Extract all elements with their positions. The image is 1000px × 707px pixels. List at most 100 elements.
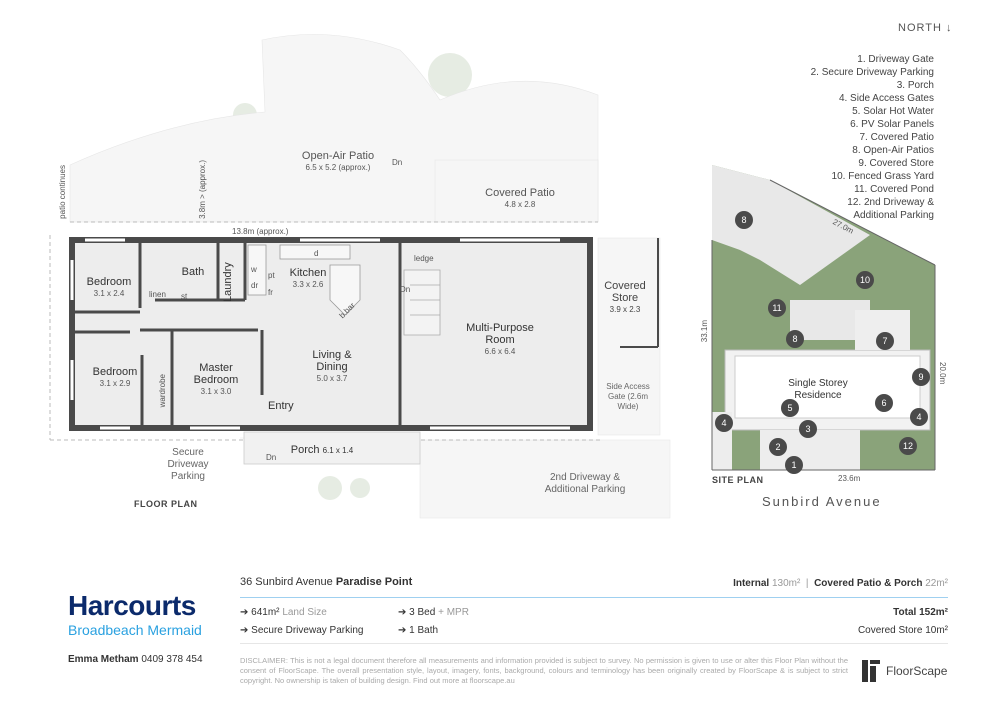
site-plan-drawing [711, 165, 936, 471]
site-dim-right: 20.0m [938, 362, 947, 385]
legend-item: 1. Driveway Gate [857, 54, 934, 65]
room-dim: 3.1 x 3.0 [200, 387, 232, 396]
site-marker: 2 [769, 438, 787, 456]
property-address: 36 Sunbird Avenue Paradise Point [240, 576, 412, 588]
label-st: st [181, 292, 188, 301]
room-name: Multi-Purpose Room [466, 322, 534, 346]
site-marker: 8 [735, 211, 753, 229]
address-suburb: Paradise Point [335, 576, 413, 588]
area-name: Open-Air Patio [301, 150, 375, 162]
divider [240, 597, 948, 598]
agent-phone: 0409 378 454 [141, 654, 203, 665]
room-name: Covered Store [604, 280, 646, 304]
room-dim: 3.1 x 2.9 [99, 379, 131, 388]
room-name: Bedroom [86, 276, 132, 288]
label-entry: Entry [268, 400, 294, 412]
room-dim: 5.0 x 3.7 [316, 374, 348, 383]
site-marker: 10 [856, 271, 874, 289]
label-dn-patio: Dn [392, 158, 403, 167]
label-fr: fr [268, 288, 273, 297]
north-indicator: NORTH ↓ [898, 22, 953, 34]
legend-item: 11. Covered Pond [854, 184, 934, 195]
covered-label: Covered Patio & Porch [814, 578, 923, 589]
store-area: Covered Store 10m² [858, 625, 948, 636]
parking-value: Secure Driveway Parking [251, 625, 364, 636]
arrow-right-icon: ➔ [398, 607, 407, 618]
label-secure-parking: Secure Driveway Parking [167, 447, 209, 482]
area-summary: Internal 130m² | Covered Patio & Porch 2… [733, 578, 948, 589]
room-name: Kitchen [289, 267, 327, 279]
label-dn-mpr: Dn [400, 285, 411, 294]
site-marker: 3 [799, 420, 817, 438]
divider [240, 643, 948, 644]
area-name: Covered Patio [485, 187, 555, 199]
label-open-air-patio: Open-Air Patio 6.5 x 5.2 (approx.) [288, 150, 388, 174]
label-porch: Porch 6.1 x 1.4 [286, 444, 358, 457]
site-marker: 11 [768, 299, 786, 317]
legend-item: 8. Open-Air Patios [852, 145, 934, 156]
label-second-driveway: 2nd Driveway & Additional Parking [544, 472, 626, 495]
agency-logo: Harcourts Broadbeach Mermaid [68, 590, 202, 638]
label-pt: pt [268, 271, 275, 280]
label-w: w [251, 265, 257, 274]
floor-plan-caption: FLOOR PLAN [134, 499, 198, 509]
site-marker: 9 [912, 368, 930, 386]
feature-legend: 1. Driveway Gate 2. Secure Driveway Parki… [811, 53, 934, 222]
beds-value: 3 Bed [409, 607, 436, 618]
site-marker: 7 [876, 332, 894, 350]
internal-value: 130m² [771, 578, 801, 589]
area-dim: 6.5 x 5.2 (approx.) [305, 163, 371, 172]
site-residence: Single Storey Residence [788, 378, 848, 401]
room-dim: 6.6 x 6.4 [484, 347, 516, 356]
legend-item: 10. Fenced Grass Yard [831, 171, 934, 182]
legend-item: 6. PV Solar Panels [850, 119, 934, 130]
legend-item: Additional Parking [853, 210, 934, 221]
area-name: Porch [290, 444, 320, 456]
agent-contact: Emma Metham 0409 378 454 [68, 654, 203, 665]
legend-item: 2. Secure Driveway Parking [810, 67, 934, 78]
site-dim-left: 33.1m [700, 320, 709, 343]
floorscape-logo: FloorScape [862, 660, 947, 682]
beds-extra: + MPR [438, 607, 469, 618]
bath-count: ➔ 1 Bath [398, 625, 438, 636]
label-dn-porch: Dn [266, 453, 277, 462]
room-bedroom-2: Bedroom 3.1 x 2.9 [84, 366, 146, 390]
legend-item: 4. Side Access Gates [838, 93, 934, 104]
label-d: d [314, 249, 319, 258]
room-multi-purpose: Multi-Purpose Room 6.6 x 6.4 [460, 322, 540, 358]
room-name: Bath [181, 266, 205, 278]
site-marker: 8 [786, 330, 804, 348]
site-marker: 4 [715, 414, 733, 432]
total-area: Total 152m² [893, 607, 948, 618]
agency-office: Broadbeach Mermaid [68, 622, 202, 638]
site-marker: 6 [875, 394, 893, 412]
label-covered-patio: Covered Patio 4.8 x 2.8 [480, 187, 560, 211]
agency-name: Harcourts [68, 590, 196, 621]
arrow-right-icon: ➔ [240, 607, 249, 618]
site-marker: 12 [899, 437, 917, 455]
legend-item: 9. Covered Store [858, 158, 934, 169]
legend-item: 7. Covered Patio [859, 132, 935, 143]
bath-value: 1 Bath [409, 625, 439, 636]
store-label: Covered Store [857, 625, 923, 636]
separator: | [803, 578, 812, 589]
room-dim: 3.3 x 2.6 [292, 280, 324, 289]
arrow-right-icon: ➔ [240, 625, 249, 636]
room-name: Master Bedroom [193, 362, 239, 386]
room-master-bedroom: Master Bedroom 3.1 x 3.0 [186, 362, 246, 398]
legend-item: 12. 2nd Driveway & [847, 197, 934, 208]
room-dim: 3.9 x 2.3 [609, 305, 641, 314]
room-name: Living & Dining [312, 349, 352, 373]
bed-count: ➔ 3 Bed + MPR [398, 607, 469, 618]
label-side-gate: Side Access Gate (2.6m Wide) [606, 382, 650, 411]
floor-plan-drawing [49, 34, 671, 519]
area-dim: 4.8 x 2.8 [504, 200, 536, 209]
land-value: 641m² [251, 607, 280, 618]
room-covered-store: Covered Store 3.9 x 2.3 [598, 280, 652, 316]
parking: ➔ Secure Driveway Parking [240, 625, 363, 636]
site-plan-caption: SITE PLAN [712, 475, 764, 485]
site-dim-bottom: 23.6m [838, 474, 861, 483]
site-marker: 1 [785, 456, 803, 474]
arrow-right-icon: ➔ [398, 625, 407, 636]
address-street: 36 Sunbird Avenue [240, 576, 333, 588]
